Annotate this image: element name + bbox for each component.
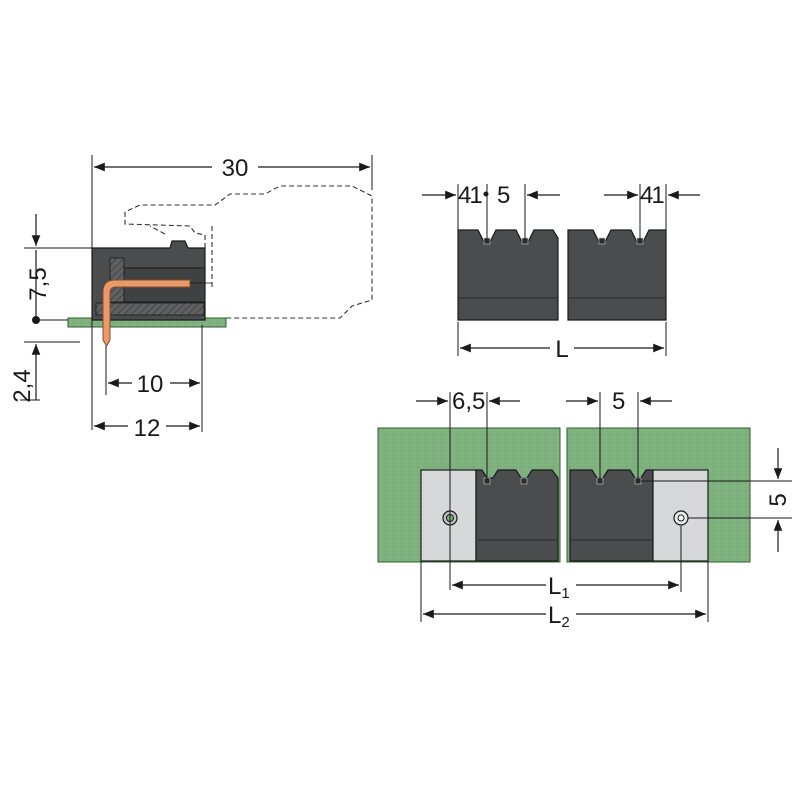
housing-front-right: [567, 229, 667, 321]
side-view: 30 7,5 2,4 10 12: [9, 152, 373, 442]
dim-label-75: 7,5: [25, 267, 52, 300]
pin-slot-3: [598, 237, 606, 245]
dim-label-L2: L2: [548, 602, 570, 631]
contact-pin: [102, 279, 191, 347]
dim-label-5-top: 5: [497, 182, 510, 209]
housing-hatched-floor: [95, 302, 205, 316]
pin-slot-f2: [520, 477, 528, 485]
dim-label-5-vertical: 5: [765, 493, 792, 506]
flange-view: 6,5 5 5 L1 L2: [377, 388, 792, 631]
dim-label-41-left: 41: [458, 182, 483, 209]
top-view: 41 5 41 L: [422, 182, 700, 363]
dim-label-30: 30: [222, 155, 249, 182]
dim-label-L1: L1: [548, 573, 570, 602]
dim-label-65: 6,5: [452, 388, 485, 415]
housing-front-left: [457, 229, 559, 321]
dim-label-41-right: 41: [640, 182, 665, 209]
mating-plug-outline: [124, 185, 373, 319]
dim-dot-left: [483, 191, 489, 197]
dim-label-10: 10: [137, 371, 164, 398]
dim-label-12: 12: [134, 415, 161, 442]
dim-label-5-flange: 5: [612, 388, 625, 415]
mating-plug-inner-outline: [149, 225, 213, 290]
dim-label-24: 2,4: [9, 369, 36, 402]
datum-point: [32, 316, 40, 324]
dim-label-L: L: [555, 336, 568, 363]
screw-hole-right-core: [677, 514, 685, 522]
